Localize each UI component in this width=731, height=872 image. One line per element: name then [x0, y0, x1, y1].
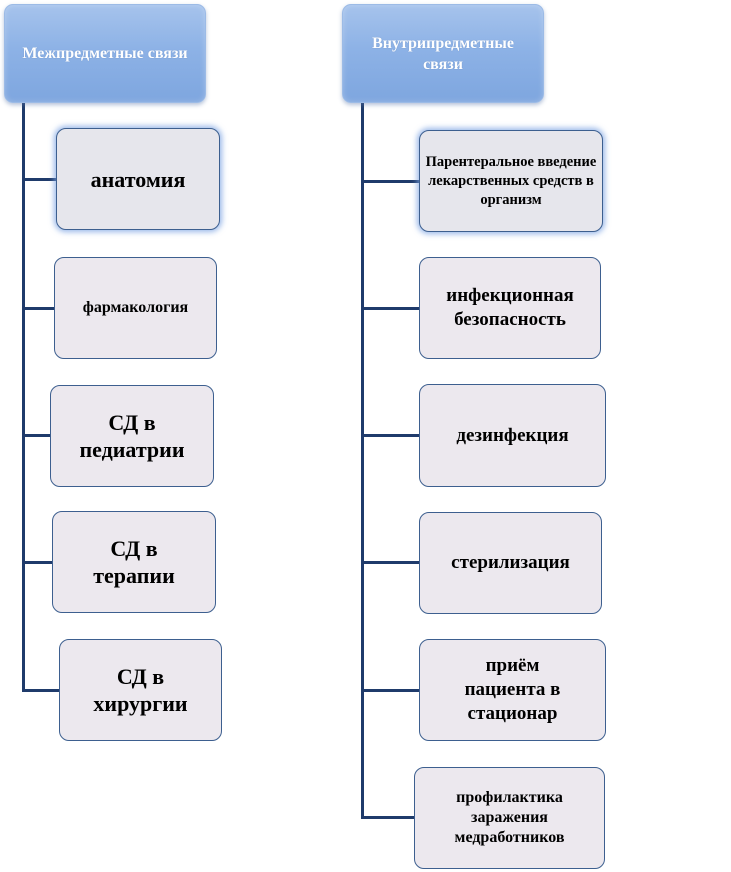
- right-connector-parenteral: [361, 180, 419, 183]
- root-label: Внутрипредметные связи: [372, 34, 514, 73]
- node-parenteral-administration: Парентеральное введение лекарственных ср…: [419, 130, 603, 232]
- right-connector-admission: [361, 689, 419, 692]
- root-node-intradisciplinary: Внутрипредметные связи: [342, 4, 544, 103]
- node-label: инфекционная безопасность: [446, 285, 574, 330]
- node-label: дезинфекция: [456, 424, 569, 446]
- node-pediatrics: СД в педиатрии: [50, 385, 214, 487]
- node-label: СД в хирургии: [93, 664, 188, 716]
- left-connector-therapy: [22, 561, 52, 564]
- node-label: приём пациента в стационар: [464, 655, 561, 724]
- right-connector-disinfection: [361, 434, 419, 437]
- node-label: фармакология: [82, 299, 189, 316]
- root-label: Межпредметные связи: [22, 45, 188, 62]
- right-trunk-line: [361, 102, 364, 819]
- node-pharmacology: фармакология: [54, 257, 217, 359]
- right-connector-prevention: [361, 816, 415, 819]
- node-patient-admission: приём пациента в стационар: [419, 639, 606, 741]
- left-connector-pediatrics: [22, 434, 50, 437]
- node-therapy: СД в терапии: [52, 511, 216, 613]
- node-surgery: СД в хирургии: [59, 639, 222, 741]
- node-infection-safety: инфекционная безопасность: [419, 257, 601, 359]
- node-sterilization: стерилизация: [419, 512, 602, 614]
- node-label: стерилизация: [451, 552, 570, 573]
- left-connector-surgery: [22, 689, 60, 692]
- node-label: СД в терапии: [93, 536, 175, 588]
- node-disinfection: дезинфекция: [419, 384, 606, 487]
- node-label: профилактика заражения медработников: [454, 789, 565, 846]
- node-anatomy: анатомия: [56, 128, 220, 230]
- node-staff-infection-prevention: профилактика заражения медработников: [414, 767, 605, 869]
- node-label: Парентеральное введение лекарственных ср…: [425, 153, 597, 208]
- left-connector-anatomy: [22, 178, 56, 181]
- node-label: СД в педиатрии: [79, 410, 185, 462]
- right-connector-infection-safety: [361, 307, 419, 310]
- left-trunk-line: [22, 102, 25, 691]
- node-label: анатомия: [90, 166, 186, 192]
- left-connector-pharmacology: [22, 307, 54, 310]
- right-connector-sterilization: [361, 561, 419, 564]
- root-node-interdisciplinary: Межпредметные связи: [4, 4, 206, 103]
